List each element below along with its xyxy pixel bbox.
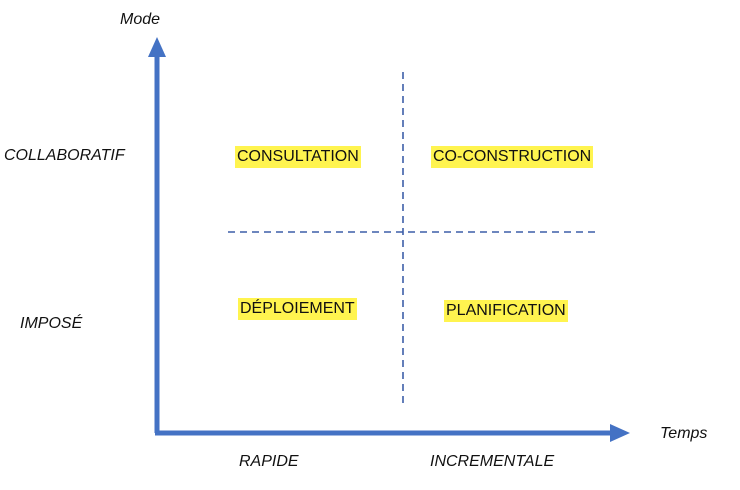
x-category-incrementale: INCREMENTALE [430,453,555,470]
x-axis-arrowhead [610,424,630,442]
y-axis-title: Mode [120,11,161,28]
quadrant-top-left-label: CONSULTATION [235,146,361,168]
y-axis-arrowhead [148,37,166,57]
x-axis-title: Temps [660,425,708,442]
quadrant-top-right-label: CO-CONSTRUCTION [431,146,594,168]
y-category-collaboratif: COLLABORATIF [4,147,125,164]
quadrant-bottom-left-label: DÉPLOIEMENT [238,298,357,320]
y-category-impose: IMPOSÉ [20,315,83,332]
x-category-rapide: RAPIDE [239,453,299,470]
quadrant-bottom-right-label: PLANIFICATION [444,300,568,322]
